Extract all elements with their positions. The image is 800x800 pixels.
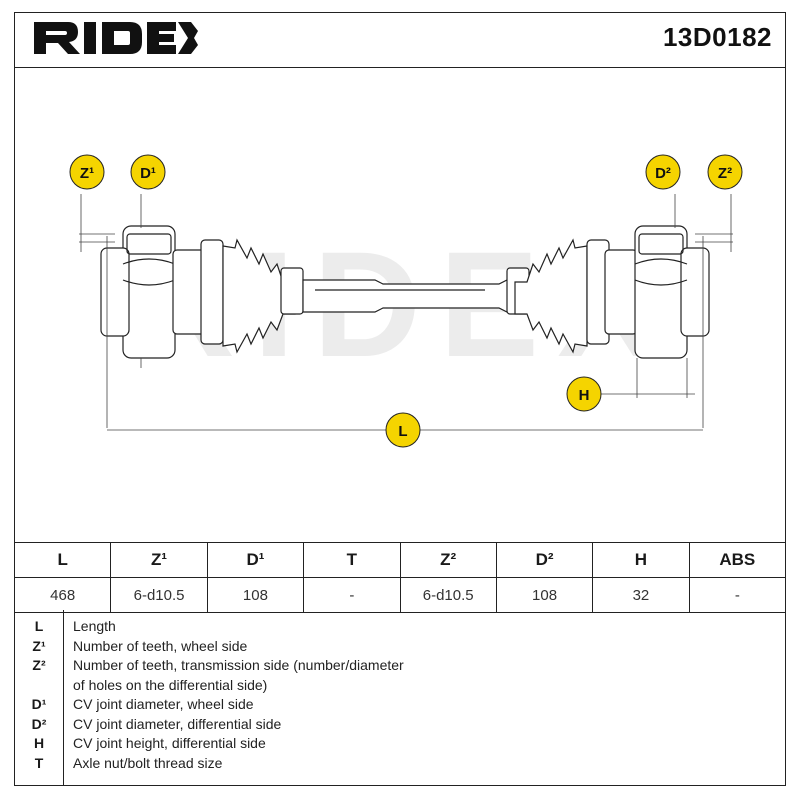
legend-text: CV joint height, differential side: [73, 735, 266, 751]
legend-symbol: D²: [31, 716, 47, 732]
legend-item: H CV joint height, differential side: [15, 735, 787, 754]
legend-item: Z² Number of teeth, transmission side (n…: [15, 657, 787, 676]
legend-symbol: H: [33, 735, 45, 751]
spec-table: L Z¹ D¹ T Z² D² H ABS 468 6-d10.5 108 - …: [13, 542, 787, 613]
legend-item: Z¹ Number of teeth, wheel side: [15, 638, 787, 657]
technical-drawing: RIDEX: [14, 68, 786, 542]
drive-shaft-diagram: RIDEX: [69, 154, 743, 448]
legend: L Length Z¹ Number of teeth, wheel side …: [14, 610, 786, 786]
legend-symbol: D¹: [31, 696, 47, 712]
spec-value-t: -: [303, 577, 401, 613]
spec-value-d2: 108: [495, 577, 594, 613]
part-number: 13D0182: [662, 22, 772, 52]
right-cv-joint: [634, 225, 688, 359]
z1-callout: [69, 154, 105, 190]
shaft: [302, 279, 522, 313]
legend-symbol: L: [34, 618, 44, 634]
legend-divider: [63, 610, 64, 785]
legend-text: of holes on the differential side): [73, 677, 268, 693]
legend-text: Axle nut/bolt thread size: [73, 755, 223, 771]
d1-callout-label: D¹: [140, 165, 156, 182]
header-frame: [14, 12, 786, 68]
spec-header-z1: Z¹: [110, 542, 208, 578]
right-boot: [514, 238, 588, 354]
spec-value-z2: 6-d10.5: [399, 577, 497, 613]
legend-text: CV joint diameter, differential side: [73, 716, 282, 732]
spec-value-z1: 6-d10.5: [110, 577, 208, 613]
spec-table-header-row: L Z¹ D¹ T Z² D² H ABS: [13, 542, 787, 578]
spec-value-l: 468: [13, 577, 112, 613]
spec-header-d2: D²: [495, 542, 594, 578]
l-callout-label: L: [398, 423, 407, 440]
legend-item: L Length: [15, 618, 787, 637]
z2-callout: [707, 154, 743, 190]
d1-callout: [130, 154, 166, 190]
legend-item: T Axle nut/bolt thread size: [15, 755, 787, 774]
spec-header-l: L: [13, 542, 112, 578]
h-callout-label: H: [579, 387, 590, 404]
legend-text: Number of teeth, wheel side: [73, 638, 248, 654]
ridex-logo: [34, 22, 198, 54]
h-callout: [566, 376, 602, 412]
d2-callout-label: D²: [655, 165, 671, 182]
spec-header-d1: D¹: [206, 542, 305, 578]
spec-value-d1: 108: [206, 577, 305, 613]
legend-text: Number of teeth, transmission side (numb…: [73, 657, 404, 673]
spec-value-abs: -: [688, 577, 787, 613]
header: 13D0182: [0, 0, 800, 68]
spec-header-h: H: [592, 542, 690, 578]
legend-item: D² CV joint diameter, differential side: [15, 716, 787, 735]
z2-callout-label: Z²: [718, 165, 732, 182]
d2-callout: [645, 154, 681, 190]
legend-symbol: Z²: [32, 657, 46, 673]
spec-header-abs: ABS: [688, 542, 787, 578]
spec-header-z2: Z²: [399, 542, 497, 578]
z1-callout-label: Z¹: [80, 165, 94, 182]
legend-symbol: T: [34, 755, 44, 771]
legend-item: of holes on the differential side): [15, 677, 787, 696]
legend-text: Length: [73, 618, 116, 634]
legend-text: CV joint diameter, wheel side: [73, 696, 254, 712]
spec-value-h: 32: [592, 577, 690, 613]
spec-header-t: T: [303, 542, 401, 578]
l-callout: [385, 412, 421, 448]
spec-table-value-row: 468 6-d10.5 108 - 6-d10.5 108 32 -: [13, 577, 787, 613]
legend-item: D¹ CV joint diameter, wheel side: [15, 696, 787, 715]
legend-symbol: Z¹: [32, 638, 46, 654]
left-cv-joint: [122, 225, 176, 359]
